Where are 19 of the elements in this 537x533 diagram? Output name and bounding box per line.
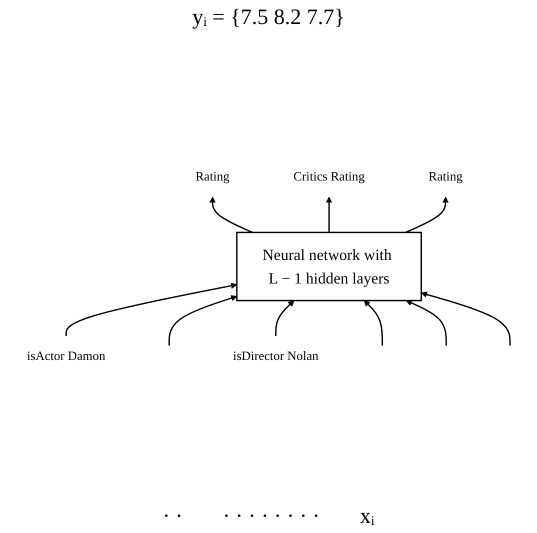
output-label: Critics Rating xyxy=(293,169,365,184)
arrow xyxy=(406,300,447,346)
note-label: · · xyxy=(162,503,183,529)
arrow xyxy=(65,282,238,336)
output-label: isDirector Nolan xyxy=(233,348,318,363)
arrow xyxy=(275,300,294,336)
output-label: isActor Damon xyxy=(26,348,106,363)
output-label: Rating xyxy=(428,169,463,184)
arrow xyxy=(364,300,384,346)
note-label: · · · · · · · · xyxy=(222,503,320,529)
arrow xyxy=(421,291,511,346)
arrow xyxy=(326,196,332,232)
output-label: Rating xyxy=(196,169,230,184)
arrow xyxy=(168,295,238,346)
arrow xyxy=(209,196,253,234)
process-box: Neural network with L − 1 hidden layers xyxy=(236,232,422,302)
arrow xyxy=(405,196,449,234)
output-vector-label: yᵢ = {7.5 8.2 7.7} xyxy=(192,4,345,30)
note-label: xᵢ xyxy=(360,503,374,529)
